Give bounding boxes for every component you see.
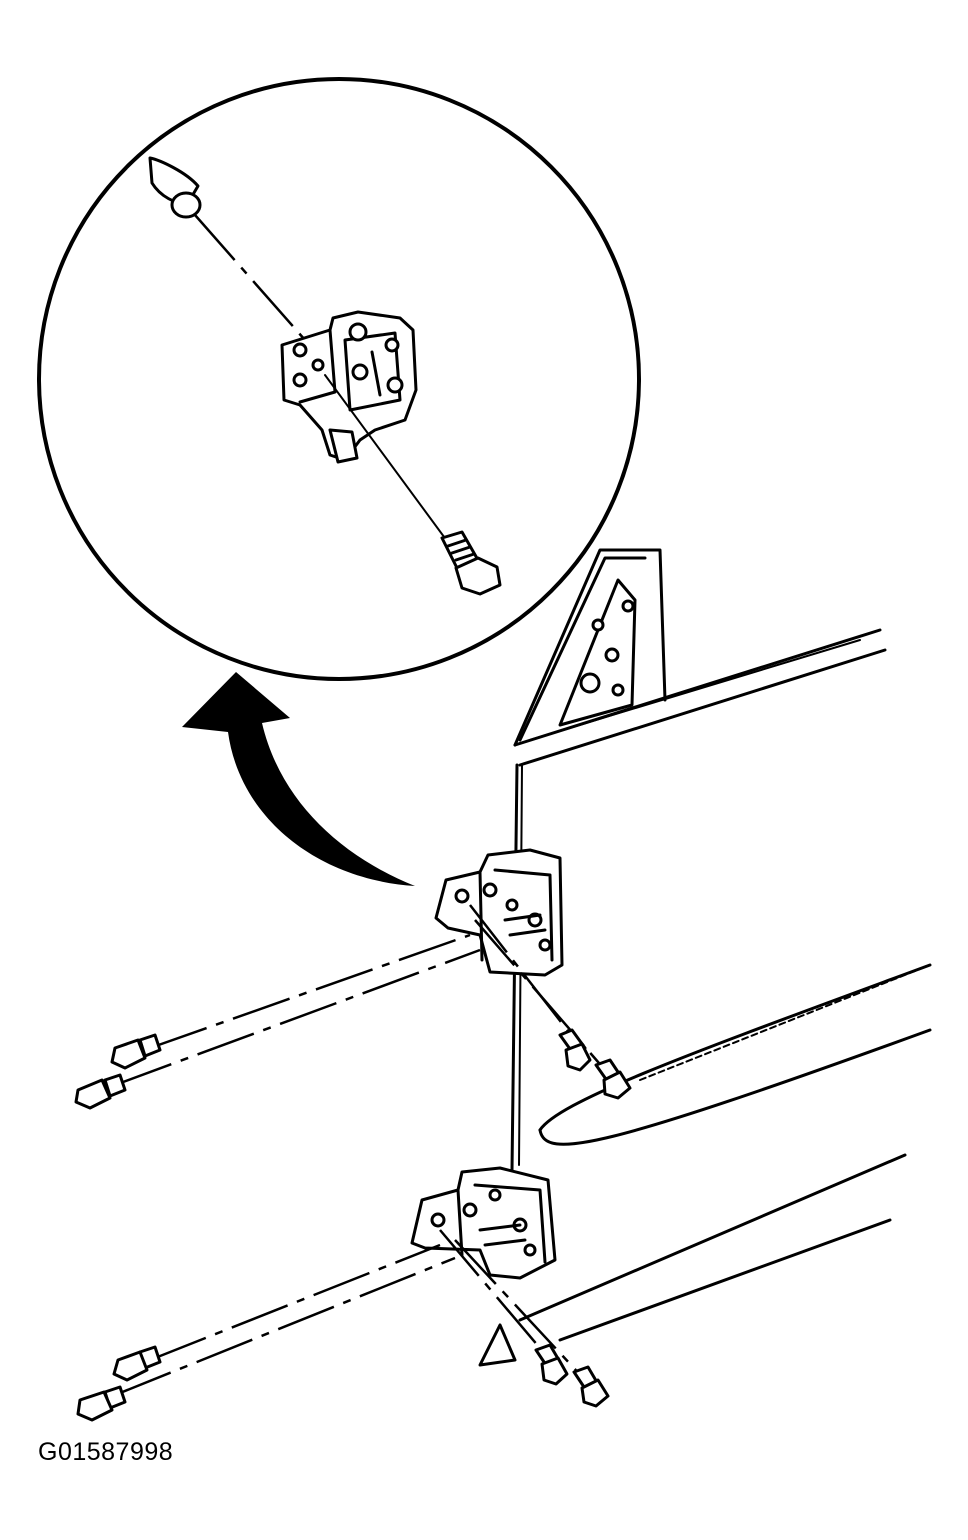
door-panel-outline [478, 548, 932, 1367]
hinge-bolt-icon [74, 1028, 632, 1422]
magnified-hinge-detail-circle [37, 77, 641, 681]
curved-arrow-icon [182, 672, 415, 886]
hinge-bolt-icon [440, 530, 502, 596]
bolt-axis-lines [114, 904, 606, 1397]
lower-door-hinge [410, 1166, 557, 1280]
upper-door-hinge [434, 848, 564, 977]
figure-code-label: G01587998 [38, 1438, 174, 1466]
hinge-pin-icon [148, 156, 202, 219]
detail-hinge-body [280, 310, 418, 464]
